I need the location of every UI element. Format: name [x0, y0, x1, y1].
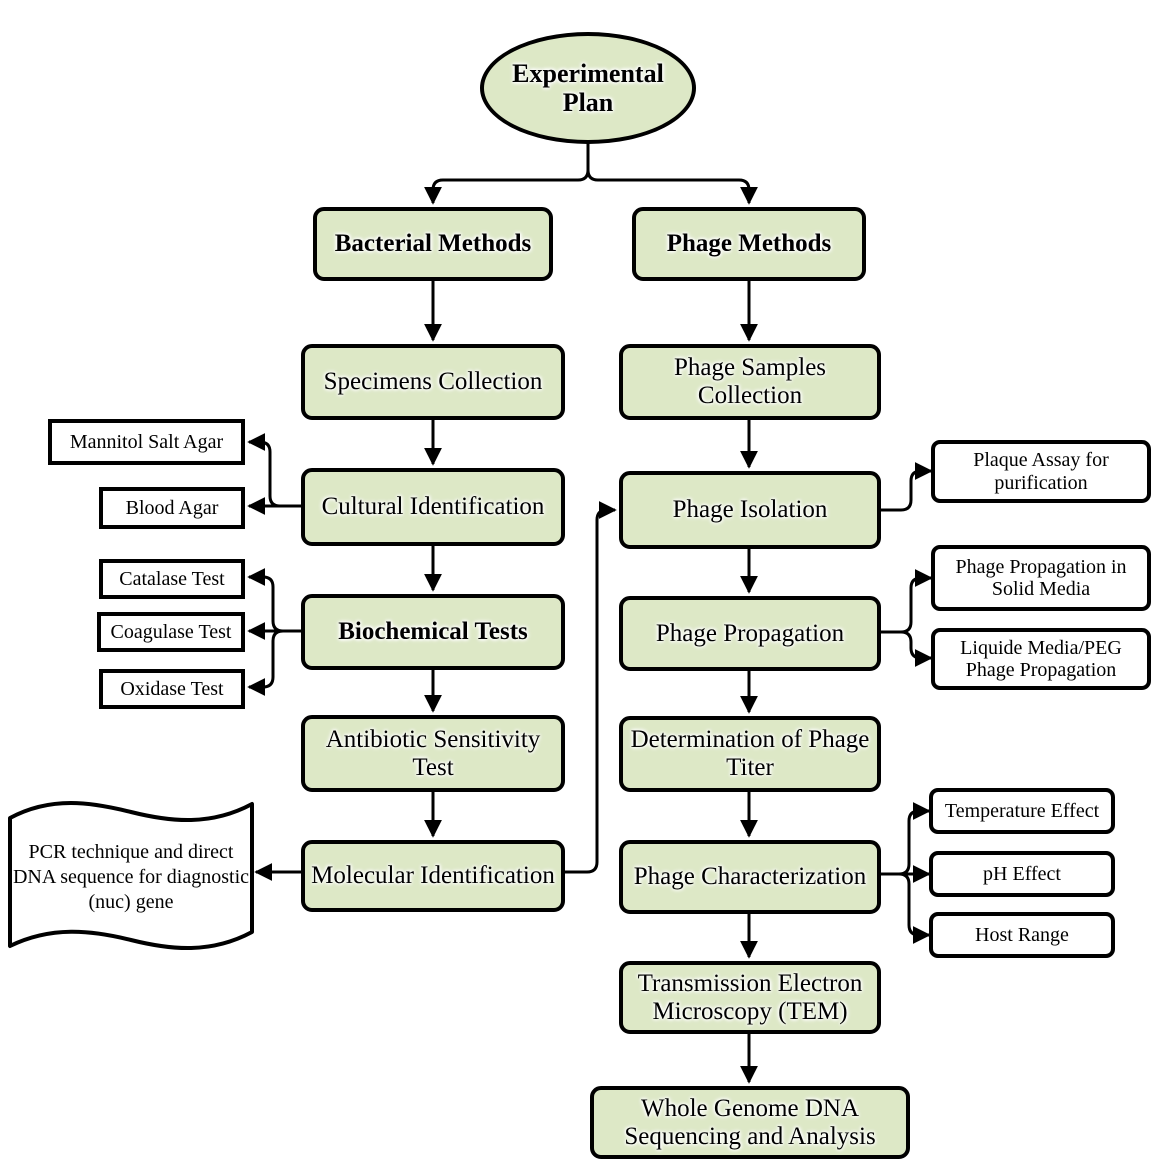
node-phage-propagation-solid-media[interactable]: Phage Propagation in Solid Media	[931, 545, 1151, 611]
start-node-experimental-plan[interactable]: Experimental Plan	[480, 32, 696, 144]
node-tem-label: Transmission Electron Microscopy (TEM)	[637, 969, 863, 1025]
node-phage-propagation[interactable]: Phage Propagation	[619, 596, 881, 671]
node-oxidase-test[interactable]: Oxidase Test	[99, 669, 245, 709]
wire-characterization-to-hostrange	[881, 872, 931, 944]
wire-propagation-to-solid	[881, 569, 933, 634]
node-bacterial-methods[interactable]: Bacterial Methods	[313, 207, 553, 281]
node-cultural-identification-label: Cultural Identification	[321, 493, 545, 520]
node-whole-genome-sequencing-label: Whole Genome DNA Sequencing and Analysis	[624, 1094, 876, 1150]
node-catalase-test[interactable]: Catalase Test	[99, 559, 245, 599]
node-bacterial-methods-label: Bacterial Methods	[334, 230, 532, 257]
node-phage-isolation[interactable]: Phage Isolation	[619, 471, 881, 549]
node-oxidase-test-label: Oxidase Test	[120, 677, 224, 700]
node-host-range[interactable]: Host Range	[929, 912, 1115, 958]
start-node-label: Experimental Plan	[512, 58, 664, 117]
node-antibiotic-sensitivity-test-label: Antibiotic Sensitivity Test	[325, 725, 541, 781]
node-mannitol-salt-agar-label: Mannitol Salt Agar	[69, 430, 224, 453]
wire-start-to-bacterial	[424, 142, 590, 205]
node-phage-isolation-label: Phage Isolation	[672, 496, 828, 523]
node-phage-methods-label: Phage Methods	[666, 230, 832, 257]
node-phage-characterization[interactable]: Phage Characterization	[619, 840, 881, 914]
node-ph-effect-label: pH Effect	[983, 862, 1061, 885]
node-phage-propagation-solid-media-label: Phage Propagation in Solid Media	[955, 555, 1127, 600]
node-phage-methods[interactable]: Phage Methods	[632, 207, 866, 281]
node-phage-propagation-label: Phage Propagation	[655, 619, 845, 647]
node-ph-effect[interactable]: pH Effect	[929, 851, 1115, 897]
node-specimens-collection-label: Specimens Collection	[323, 368, 543, 395]
node-coagulase-test[interactable]: Coagulase Test	[97, 612, 245, 652]
node-cultural-identification[interactable]: Cultural Identification	[301, 468, 565, 546]
wire-biochemical-to-catalase	[247, 568, 301, 633]
node-mannitol-salt-agar[interactable]: Mannitol Salt Agar	[48, 419, 245, 465]
node-antibiotic-sensitivity-test[interactable]: Antibiotic Sensitivity Test	[301, 715, 565, 792]
node-host-range-label: Host Range	[975, 923, 1069, 946]
node-pcr-document-label: PCR technique and direct DNA sequence fo…	[12, 841, 250, 913]
node-temperature-effect-label: Temperature Effect	[944, 799, 1100, 822]
node-whole-genome-sequencing[interactable]: Whole Genome DNA Sequencing and Analysis	[590, 1086, 910, 1159]
wire-biochemical-to-oxidase	[247, 629, 301, 696]
node-liquid-media-peg-propagation[interactable]: Liquide Media/PEG Phage Propagation	[931, 628, 1151, 690]
node-temperature-effect[interactable]: Temperature Effect	[929, 788, 1115, 834]
wire-isolation-to-plaque	[881, 462, 933, 512]
node-biochemical-tests-label: Biochemical Tests	[338, 618, 528, 645]
node-plaque-assay[interactable]: Plaque Assay for purification	[931, 440, 1151, 503]
node-pcr-document[interactable]: PCR technique and direct DNA sequence fo…	[6, 796, 256, 954]
node-biochemical-tests[interactable]: Biochemical Tests	[301, 594, 565, 670]
node-phage-titer[interactable]: Determination of Phage Titer	[619, 716, 881, 792]
wire-propagation-to-liquid	[881, 630, 933, 667]
pcr-document-outline	[8, 801, 254, 950]
node-specimens-collection[interactable]: Specimens Collection	[301, 344, 565, 420]
node-coagulase-test-label: Coagulase Test	[110, 620, 232, 643]
node-blood-agar-label: Blood Agar	[125, 496, 219, 519]
node-phage-samples-collection-label: Phage Samples Collection	[673, 354, 827, 409]
node-molecular-identification-label: Molecular Identification	[311, 862, 555, 889]
node-blood-agar[interactable]: Blood Agar	[99, 487, 245, 529]
wire-characterization-to-temperature	[881, 802, 931, 876]
node-phage-samples-collection[interactable]: Phage Samples Collection	[619, 344, 881, 420]
node-molecular-identification[interactable]: Molecular Identification	[301, 840, 565, 912]
node-tem[interactable]: Transmission Electron Microscopy (TEM)	[619, 961, 881, 1034]
node-catalase-test-label: Catalase Test	[119, 567, 225, 590]
node-phage-characterization-label: Phage Characterization	[633, 863, 867, 890]
node-plaque-assay-label: Plaque Assay for purification	[973, 449, 1109, 494]
wire-molecular-to-phage-isolation	[565, 501, 617, 874]
wire-cultural-to-mannitol	[247, 433, 301, 508]
wire-start-to-phage	[586, 142, 758, 205]
node-phage-titer-label: Determination of Phage Titer	[630, 726, 870, 781]
node-liquid-media-peg-propagation-label: Liquide Media/PEG Phage Propagation	[960, 636, 1122, 681]
